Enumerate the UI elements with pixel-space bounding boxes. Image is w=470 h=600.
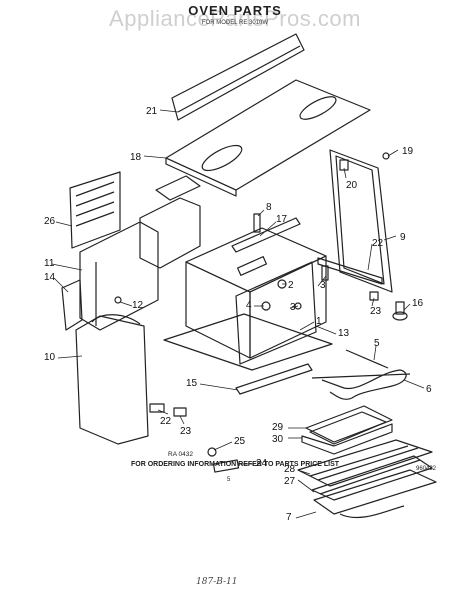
part-24-lamp	[212, 459, 240, 473]
callout: 25	[234, 436, 246, 447]
callout: 27	[284, 476, 296, 487]
callout: 6	[426, 384, 432, 395]
callout: 18	[130, 152, 142, 163]
callout: 16	[412, 298, 424, 309]
part-9-side-panel	[329, 149, 393, 293]
part-28-rack	[297, 439, 433, 487]
part-30-broil-pan-base	[301, 423, 393, 455]
part-23-clip	[173, 407, 187, 417]
callout: 20	[346, 180, 358, 191]
callout: 10	[44, 352, 56, 363]
diagram-title: OVEN PARTS	[188, 3, 282, 18]
callout: 7	[286, 512, 292, 523]
part-29-broil-pan	[305, 405, 393, 445]
page-number: 5	[227, 477, 231, 483]
part-14-bracket	[61, 279, 83, 331]
part-10-outer-panel	[75, 314, 149, 445]
part-3-upper	[321, 265, 329, 281]
part-6-bake-element	[311, 369, 411, 400]
part-17-trim-strip	[231, 217, 301, 253]
callout: 15	[186, 378, 198, 389]
figure-reference: RA 0432	[168, 451, 193, 458]
part-19-screw	[382, 152, 390, 160]
part-21-top-rear-panel	[171, 33, 305, 121]
callout: 30	[272, 434, 284, 445]
callout: 26	[44, 216, 56, 227]
part-5-wire	[345, 349, 389, 369]
part-26-left-panel	[69, 171, 121, 249]
callout: 2	[288, 280, 294, 291]
callout: 23	[370, 306, 382, 317]
callout: 3	[290, 302, 296, 313]
callout: 13	[338, 328, 350, 339]
callout: 29	[272, 422, 284, 433]
callout: 1	[316, 316, 322, 327]
callout: 17	[276, 214, 288, 225]
part-22-clip-lower	[149, 403, 165, 413]
part-22-broil-bracket	[317, 257, 383, 285]
callout: 24	[256, 458, 268, 469]
callout: 8	[266, 202, 272, 213]
part-25-bulb	[207, 447, 217, 457]
handwritten-note: 187-B-11	[196, 577, 238, 587]
part-23-upper-clip	[369, 291, 379, 301]
callout: 19	[402, 146, 414, 157]
callout: 4	[246, 300, 252, 311]
part-16-knob	[392, 301, 408, 321]
callout-leaders	[51, 109, 425, 519]
part-1-floor	[163, 313, 333, 371]
part-11-side-wrapper	[79, 221, 159, 331]
part-7-rack	[313, 469, 437, 519]
callout: 23	[180, 426, 192, 437]
callout: 21	[146, 106, 158, 117]
callout: 22	[372, 238, 384, 249]
callout: 11	[44, 258, 55, 269]
part-15-strip	[235, 363, 313, 395]
part-12-screw	[114, 296, 122, 304]
watermark: AppliancePartsPros.com	[109, 6, 361, 31]
ordering-note: FOR ORDERING INFORMATION REFER TO PARTS …	[130, 461, 340, 468]
callout: 28	[284, 464, 296, 475]
callout: 22	[160, 416, 172, 427]
part-13-oven-cavity	[185, 227, 327, 365]
part-3-knob	[294, 302, 302, 310]
insulation-blocks	[139, 175, 201, 269]
drawing-code: 960432	[416, 466, 437, 472]
model-line: FOR MODEL RE 3010W	[201, 20, 269, 26]
callout: 14	[44, 272, 56, 283]
callout: 5	[374, 338, 380, 349]
callout: 12	[132, 300, 144, 311]
callout: 3	[320, 280, 326, 291]
part-8-sensor	[253, 213, 261, 233]
part-18-oven-top	[165, 79, 371, 197]
callout: 9	[400, 232, 406, 243]
